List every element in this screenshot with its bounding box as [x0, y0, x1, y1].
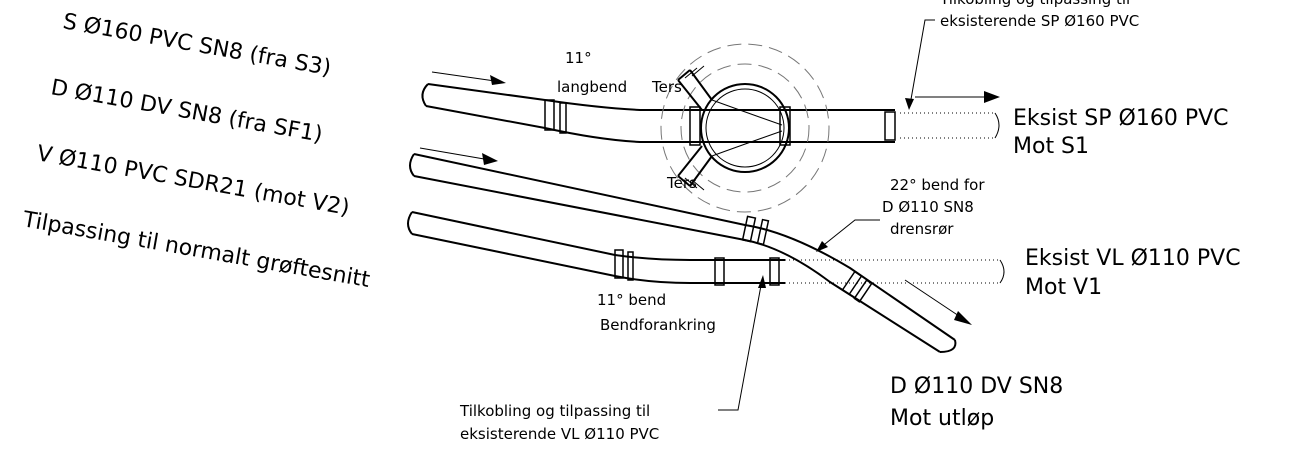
- eksist-sp-line2: Mot S1: [1013, 134, 1089, 159]
- bend11b-line1: 11° bend: [597, 291, 666, 309]
- pipe-list: S Ø160 PVC SN8 (fra S3) D Ø110 DV SN8 (f…: [20, 9, 372, 293]
- top-connection-line2: eksisterende SP Ø160 PVC: [940, 12, 1139, 30]
- bend22-line2: D Ø110 SN8: [882, 198, 974, 216]
- outlet-line1: D Ø110 DV SN8: [890, 374, 1063, 399]
- bend22-line1: 22° bend for: [890, 176, 985, 194]
- eksist-vl-line2: Mot V1: [1025, 275, 1102, 300]
- bend22-line3: drensrør: [890, 220, 954, 238]
- v-pipe: [407, 211, 1005, 286]
- ters-top: Ters: [651, 78, 682, 96]
- top-connection-line1: Tilkobling og tilpassing til: [939, 0, 1130, 8]
- eksist-sp-line1: Eksist SP Ø160 PVC: [1013, 106, 1229, 131]
- pipe-list-v-line: V Ø110 PVC SDR21 (mot V2): [35, 141, 351, 221]
- d-pipe: [409, 147, 972, 353]
- ters-bottom: Ters: [666, 174, 697, 192]
- bend11b-line2: Bendforankring: [600, 316, 716, 334]
- leader-lines: [718, 19, 935, 411]
- bottom-connection-line2: eksisterende VL Ø110 PVC: [460, 425, 659, 443]
- outlet-line2: Mot utløp: [890, 406, 994, 431]
- manhole: [660, 43, 830, 213]
- pipe-list-s-line: S Ø160 PVC SN8 (fra S3): [61, 9, 333, 81]
- eksist-vl-line1: Eksist VL Ø110 PVC: [1025, 246, 1241, 271]
- bend11-degree: 11°: [565, 49, 592, 67]
- labels: 11° langbend Ters Ters Tilkobling og til…: [459, 0, 1241, 443]
- pipe-list-d-line: D Ø110 DV SN8 (fra SF1): [49, 75, 324, 147]
- bend11-name: langbend: [557, 78, 627, 96]
- pipe-list-adjust: Tilpassing til normalt grøftesnitt: [20, 207, 372, 293]
- s-pipe: [421, 71, 1000, 146]
- bottom-connection-line1: Tilkobling og tilpassing til: [459, 402, 650, 420]
